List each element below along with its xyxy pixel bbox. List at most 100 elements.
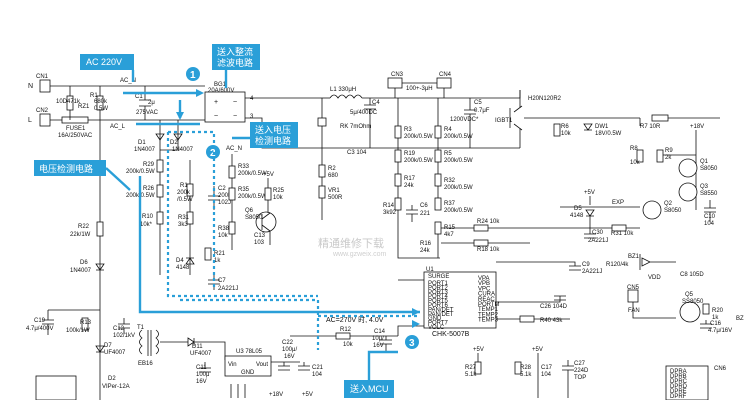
- rz1b-label: RZ1: [78, 104, 90, 110]
- c14-rating: 16V: [373, 343, 384, 349]
- callout-detect-circuit: [34, 160, 106, 176]
- callout-voltage-detect-line2: 检测电路: [255, 135, 291, 146]
- svg-text:3: 3: [409, 338, 415, 349]
- bz1-value: R120/4k: [606, 262, 629, 268]
- c9-value: 2A221J: [582, 269, 602, 275]
- step-marker-1: [186, 67, 200, 81]
- d6-label: D6: [80, 260, 88, 266]
- r19-label: R19: [404, 151, 416, 157]
- r2-value: 680: [328, 173, 339, 179]
- r9-label: R9: [665, 148, 673, 154]
- c30-label: C30: [592, 230, 604, 236]
- t1-label: T1: [137, 325, 145, 331]
- u3-gnd: GND: [241, 370, 255, 376]
- svg-text:+: +: [214, 99, 218, 106]
- r13-label: R13: [80, 320, 92, 326]
- c17-label: C17: [541, 365, 553, 371]
- mcu-pin-right: VPC: [478, 286, 491, 292]
- c8-label: C8 105D: [680, 272, 704, 278]
- r3-label: R3: [404, 127, 412, 133]
- divider-network: R3 200k/0.5W R19 200k/0.5W R17 24k R4 20…: [318, 98, 473, 259]
- r31-value: 3k3: [178, 222, 188, 228]
- r1-value: 680k: [94, 99, 108, 105]
- c11-label: C11: [196, 365, 207, 371]
- c7-value: 2A221J: [218, 286, 238, 292]
- c11-rating: 16V: [196, 379, 207, 385]
- callout-rectifier-line1: 送入整流: [217, 46, 253, 57]
- d2b-value: VIPer-12A: [102, 384, 130, 390]
- c16-value: 4.7μ/16V: [708, 328, 732, 334]
- q1-value: S8050: [700, 166, 718, 172]
- d7-label: D7: [104, 343, 112, 349]
- c21-label: C21: [312, 365, 324, 371]
- l-label: L: [28, 117, 32, 124]
- mcu-pin-right: PORTM: [478, 302, 500, 308]
- r40-label: R40 43k: [540, 318, 563, 324]
- power-stage: L1 330μH C4 5μ/400DC RK 7mOhm C3 104 CN3…: [317, 72, 720, 156]
- r20-label: R20: [712, 308, 724, 314]
- c22-value: 100μ/: [282, 347, 297, 353]
- c14-label: C14: [374, 329, 386, 335]
- d1-label: D1: [138, 140, 146, 146]
- r5-label: R5: [444, 151, 452, 157]
- r27-value: 5.1k: [465, 372, 477, 378]
- c14-value: 10μ/: [372, 336, 384, 342]
- pin3-label: 3: [250, 114, 254, 120]
- bz-label: BZ: [736, 316, 744, 322]
- t1-core: EB16: [138, 361, 153, 367]
- v18c-label: +18V: [690, 124, 704, 130]
- d6-value: 1N4007: [70, 268, 92, 274]
- c30-value: 2A221J: [588, 238, 608, 244]
- d1-value: 1N4007: [134, 147, 156, 153]
- v18b-label: +18V: [269, 392, 283, 398]
- cn6-pin: DPRE: [670, 389, 687, 395]
- q5-value: SS8050: [682, 299, 704, 305]
- r4-label: R4: [444, 127, 452, 133]
- r21-label: R21: [214, 251, 226, 257]
- cn2-label: CN2: [36, 108, 49, 114]
- c10-label: C10: [704, 214, 716, 220]
- c10-value: 104: [704, 221, 715, 227]
- r21-value: 1k: [214, 258, 221, 264]
- r16-value: 24k: [420, 248, 431, 254]
- d11-value: UF4007: [190, 351, 212, 357]
- rz1-label: 10D471k: [56, 99, 81, 105]
- r37-value: 200k/0.5W: [444, 208, 473, 214]
- mcu-pin-right: CURA: [478, 292, 495, 298]
- c27-value: 224D: [574, 368, 589, 374]
- mcu-input-filter: AC=270V 时, 4.0V R12 10k C14 10μ/ 16V: [290, 315, 398, 352]
- mcu-pin-left: VOLC: [428, 325, 445, 331]
- mcu-pin-right: TEMP2: [478, 312, 499, 318]
- r35-label: R35: [238, 187, 250, 193]
- cn6-pin: DPRC: [670, 379, 688, 385]
- r8-value: 10k: [630, 160, 641, 166]
- r8-label: R8: [630, 146, 638, 152]
- r1-label: R1: [90, 93, 98, 99]
- r14-label: R14: [383, 203, 395, 209]
- c27-label: C27: [574, 361, 586, 367]
- d2b-label: D2: [108, 376, 116, 382]
- c2-value: 200k/: [218, 193, 233, 199]
- r15-value: 4k7: [444, 232, 454, 238]
- rk-label: RK 7mOhm: [340, 124, 371, 130]
- r32-label: R32: [444, 178, 456, 184]
- r38-label: R38: [218, 226, 230, 232]
- driver-section: R24 10k R18 10k C9 2A221J +5V D5 4148 C3…: [441, 124, 744, 334]
- c17-value: 104: [541, 372, 552, 378]
- r38-value: 10k: [218, 233, 229, 239]
- r26-label: R26: [143, 186, 155, 192]
- v5e-label: +5V: [532, 347, 543, 353]
- c19-label: C19: [34, 318, 46, 324]
- d5-label: D5: [574, 206, 582, 212]
- c4-value: 5μ/400DC: [350, 110, 378, 116]
- r6-value: 10k: [561, 131, 572, 137]
- r10-label: R10: [142, 214, 154, 220]
- surge-pin: SURGE: [428, 274, 449, 280]
- svg-text:1: 1: [190, 70, 196, 81]
- r4-value: 200k/0.5W: [444, 134, 473, 140]
- c22-label: C22: [282, 340, 294, 346]
- cn6-pin: DPRF: [670, 394, 687, 400]
- c5-rating: 1200VDC*: [450, 117, 479, 123]
